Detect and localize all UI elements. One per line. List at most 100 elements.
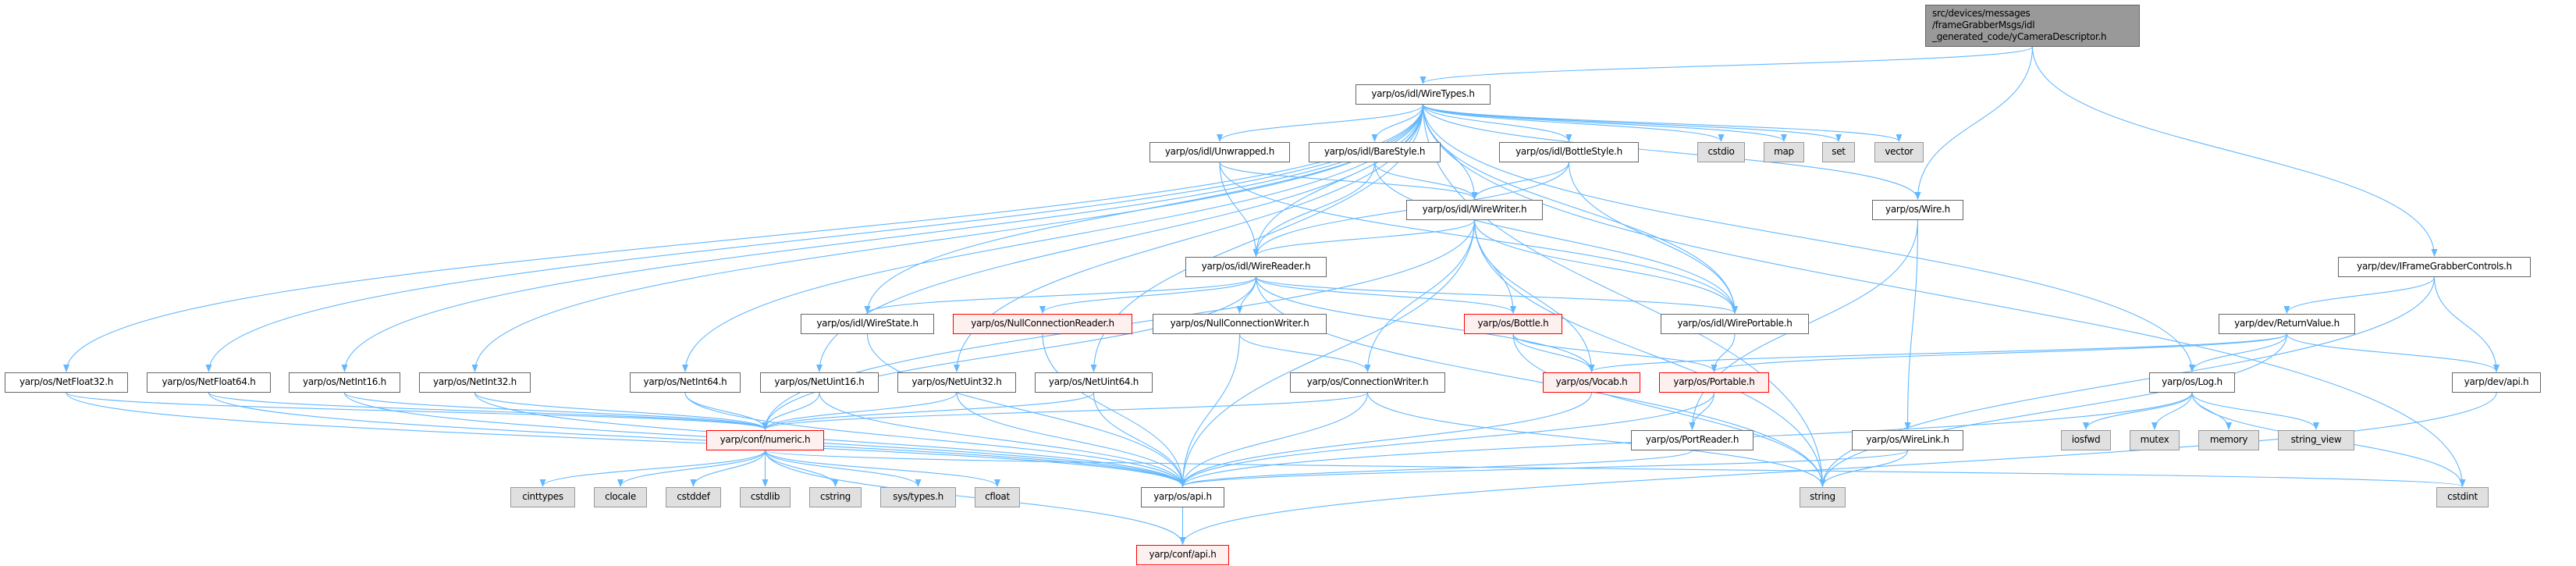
- edge-barestyle-to-wirereader: [1252, 162, 1376, 257]
- graph-node-netuint16[interactable]: yarp/os/NetUint16.h: [760, 372, 879, 393]
- edge-nullconnectionwriter-to-connectionwriter: [1238, 333, 1371, 372]
- edge-wiretypes-to-string: [1422, 104, 1826, 487]
- graph-node-barestyle[interactable]: yarp/os/idl/BareStyle.h: [1309, 142, 1441, 162]
- graph-node-osapi[interactable]: yarp/os/api.h: [1141, 487, 1224, 507]
- edge-returnvalue-to-portable: [1711, 333, 2288, 372]
- edge-bottle-to-portable: [1512, 333, 1718, 372]
- graph-node-connectionwriter[interactable]: yarp/os/ConnectionWriter.h: [1290, 372, 1445, 393]
- edge-wirereader-to-wirestate: [864, 276, 1257, 314]
- edge-connectionwriter-to-string: [1366, 392, 1826, 487]
- graph-node-memory[interactable]: memory: [2198, 430, 2259, 450]
- edge-netuint64-to-osapi: [1093, 392, 1186, 487]
- graph-node-wirereader[interactable]: yarp/os/idl/WireReader.h: [1185, 257, 1327, 277]
- graph-node-netuint64[interactable]: yarp/os/NetUint64.h: [1035, 372, 1153, 393]
- edge-iframegrabbercontrols-to-devapi: [2433, 276, 2500, 372]
- edge-wiretypes-to-wirestate: [864, 104, 1424, 314]
- edge-wirestate-to-osapi: [866, 333, 1186, 487]
- graph-node-cstdint[interactable]: cstdint: [2436, 487, 2489, 507]
- graph-node-wiretypes[interactable]: yarp/os/idl/WireTypes.h: [1356, 84, 1491, 105]
- edge-unwrapped-to-wirewriter: [1219, 162, 1478, 200]
- graph-node-clocale[interactable]: clocale: [594, 487, 647, 507]
- edge-bottle-to-string: [1512, 333, 1826, 487]
- edge-numeric-to-cstdint: [764, 450, 2465, 487]
- graph-node-string_view[interactable]: string_view: [2278, 430, 2354, 450]
- edge-wirereader-to-numeric: [762, 276, 1257, 430]
- edge-portable-to-osapi: [1179, 392, 1715, 487]
- graph-node-devapi[interactable]: yarp/dev/api.h: [2452, 372, 2541, 393]
- edge-wirewriter-to-wirereader: [1252, 219, 1476, 257]
- graph-node-cstddef[interactable]: cstddef: [666, 487, 721, 507]
- graph-node-systypes[interactable]: sys/types.h: [880, 487, 956, 507]
- graph-node-cstdio[interactable]: cstdio: [1697, 142, 1745, 162]
- graph-node-vocab[interactable]: yarp/os/Vocab.h: [1543, 372, 1640, 393]
- graph-node-numeric[interactable]: yarp/conf/numeric.h: [706, 430, 824, 450]
- edge-wiretypes-to-set: [1422, 104, 1842, 142]
- graph-node-netfloat32[interactable]: yarp/os/NetFloat32.h: [5, 372, 128, 393]
- graph-node-cstring[interactable]: cstring: [809, 487, 862, 507]
- graph-node-nullconnectionwriter[interactable]: yarp/os/NullConnectionWriter.h: [1153, 314, 1327, 334]
- edge-devapi-to-confapi: [1179, 392, 2497, 545]
- graph-node-returnvalue[interactable]: yarp/dev/ReturnValue.h: [2219, 314, 2355, 334]
- edge-wirelink-to-string: [1819, 450, 1909, 487]
- graph-node-confapi[interactable]: yarp/conf/api.h: [1136, 545, 1229, 565]
- graph-node-iframegrabbercontrols[interactable]: yarp/dev/IFrameGrabberControls.h: [2338, 257, 2531, 277]
- edge-numeric-to-cfloat: [764, 450, 1000, 487]
- graph-node-portreader[interactable]: yarp/os/PortReader.h: [1631, 430, 1753, 450]
- edge-log-to-string_view: [2191, 392, 2319, 430]
- graph-node-cstdlib[interactable]: cstdlib: [740, 487, 791, 507]
- edge-connectionwriter-to-osapi: [1179, 392, 1369, 487]
- edge-wirereader-to-vocab: [1255, 276, 1595, 372]
- graph-node-iosfwd[interactable]: iosfwd: [2061, 430, 2111, 450]
- edge-wirereader-to-wireportable: [1255, 276, 1738, 314]
- graph-node-nullconnectionreader[interactable]: yarp/os/NullConnectionReader.h: [953, 314, 1132, 334]
- edge-portreader-to-osapi: [1179, 450, 1693, 487]
- edge-wirereader-to-bottle: [1255, 276, 1516, 314]
- edge-wiretypes-to-log: [1422, 104, 2195, 372]
- edge-numeric-to-systypes: [764, 450, 922, 487]
- graph-node-vector[interactable]: vector: [1874, 142, 1924, 162]
- edge-numeric-to-confapi: [764, 450, 1186, 545]
- graph-node-netfloat64[interactable]: yarp/os/NetFloat64.h: [147, 372, 271, 393]
- edge-barestyle-to-wireportable: [1373, 162, 1738, 314]
- graph-node-cinttypes[interactable]: cinttypes: [510, 487, 575, 507]
- graph-node-unwrapped[interactable]: yarp/os/idl/Unwrapped.h: [1149, 142, 1290, 162]
- edge-numeric-to-cinttypes: [539, 450, 766, 487]
- graph-node-portable[interactable]: yarp/os/Portable.h: [1659, 372, 1769, 393]
- edge-numeric-to-cstddef: [690, 450, 766, 487]
- graph-node-mutex[interactable]: mutex: [2130, 430, 2180, 450]
- graph-node-wirelink[interactable]: yarp/os/WireLink.h: [1852, 430, 1963, 450]
- graph-node-wirewriter[interactable]: yarp/os/idl/WireWriter.h: [1406, 200, 1543, 220]
- edge-wirelink-to-osapi: [1179, 450, 1909, 487]
- graph-node-root[interactable]: src/devices/messages /frameGrabberMsgs/i…: [1925, 5, 2140, 47]
- edge-bottlestyle-to-wireportable: [1568, 162, 1738, 314]
- edge-root-to-wire: [1914, 46, 2034, 200]
- graph-node-bottle[interactable]: yarp/os/Bottle.h: [1464, 314, 1562, 334]
- graph-node-wire[interactable]: yarp/os/Wire.h: [1872, 200, 1963, 220]
- graph-node-netint64[interactable]: yarp/os/NetInt64.h: [630, 372, 741, 393]
- graph-node-map[interactable]: map: [1764, 142, 1804, 162]
- edge-wiretypes-to-barestyle: [1371, 104, 1424, 142]
- edge-netint32-to-numeric: [474, 392, 769, 430]
- edge-wiretypes-to-wire: [1422, 104, 1921, 200]
- graph-node-wireportable[interactable]: yarp/os/idl/WirePortable.h: [1661, 314, 1809, 334]
- graph-node-netint16[interactable]: yarp/os/NetInt16.h: [289, 372, 400, 393]
- edge-netuint16-to-osapi: [819, 392, 1186, 487]
- edge-wirewriter-to-connectionwriter: [1364, 219, 1476, 372]
- graph-node-log[interactable]: yarp/os/Log.h: [2149, 372, 2235, 393]
- graph-node-bottlestyle[interactable]: yarp/os/idl/BottleStyle.h: [1499, 142, 1639, 162]
- edge-returnvalue-to-string: [1819, 333, 2288, 487]
- graph-node-string[interactable]: string: [1800, 487, 1846, 507]
- graph-node-netuint32[interactable]: yarp/os/NetUint32.h: [897, 372, 1016, 393]
- edge-root-to-wiretypes: [1419, 46, 2034, 84]
- graph-node-set[interactable]: set: [1822, 142, 1855, 162]
- graph-node-netint32[interactable]: yarp/os/NetInt32.h: [419, 372, 531, 393]
- graph-node-wirestate[interactable]: yarp/os/idl/WireState.h: [801, 314, 934, 334]
- edge-root-to-iframegrabbercontrols: [2031, 46, 2438, 257]
- graph-node-cfloat[interactable]: cfloat: [975, 487, 1020, 507]
- edge-bottlestyle-to-wirewriter: [1471, 162, 1570, 200]
- edge-wire-to-wirelink: [1904, 219, 1919, 430]
- edge-log-to-memory: [2191, 392, 2232, 430]
- edge-returnvalue-to-devapi: [2286, 333, 2500, 372]
